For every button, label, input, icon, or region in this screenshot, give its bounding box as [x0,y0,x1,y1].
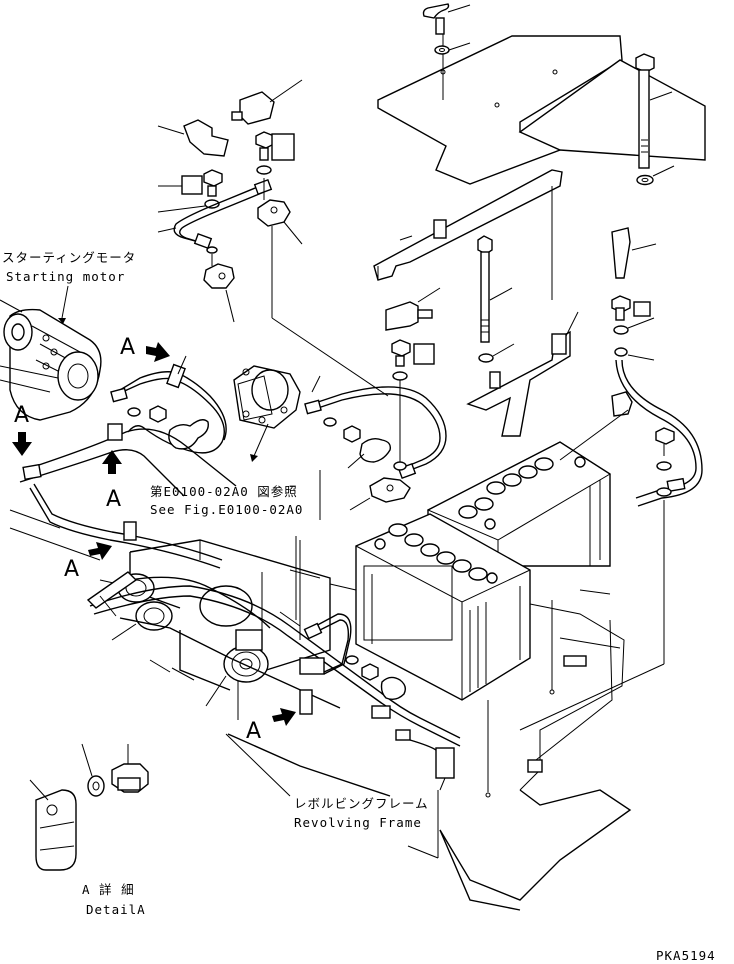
washer [656,461,672,497]
bolt [391,339,435,367]
reference-label-jp: 第E0100-02A0 図参照 [150,484,298,499]
washer [636,165,675,186]
bolt [655,427,675,456]
reference-label-en: See Fig.E0100-02A0 [150,502,303,517]
long-bolt [635,53,673,169]
washer [613,317,655,335]
bolt [255,131,295,161]
marker-a: A [64,557,79,582]
wing-bolt [422,3,471,100]
washer [434,42,471,55]
ground-cable-end [279,611,352,675]
battery-tray [439,600,632,911]
washer [256,165,272,175]
marker-a: A [106,487,121,512]
marker-a: A [246,719,261,744]
mounting-bracket [466,311,579,437]
battery-cable-short [157,179,273,249]
washer [478,343,515,363]
battery-cable-main [86,571,461,747]
bolt [158,169,223,197]
washer [392,371,408,462]
revolving-frame-label-jp: レボルビングフレーム [294,796,429,811]
marker-a: A [120,335,135,360]
detail-a-label-en: DetailA [86,902,146,917]
battery-hold-bracket [373,169,563,300]
detail-a-label-jp: A 詳 細 [82,882,135,897]
ground-cable [614,347,703,507]
harness-left [9,423,237,569]
battery-terminal-clamp [203,263,235,323]
clip [385,287,441,331]
arrow-icon [272,708,296,726]
arrow-icon [88,542,112,560]
battery-relay [233,365,301,429]
washer [81,743,105,797]
starting-motor [0,299,102,421]
connector [407,739,455,859]
revolving-frame-label-en: Revolving Frame [294,815,422,830]
grommet [171,585,269,707]
j-bolt [477,235,513,343]
washer [157,199,220,213]
terminal-lug [611,227,657,279]
connector [231,79,303,125]
arrow-icon [12,432,32,456]
relay-cable [304,375,447,479]
starting-motor-label-en: Starting motor [6,269,125,284]
battery-front [329,513,531,701]
bolt [111,744,149,793]
starting-motor-label-jp: スターティングモータ [2,250,136,265]
bolt [611,295,651,321]
battery-terminal-clamp [349,477,411,511]
drawing-code: PKA5194 [656,948,716,963]
arrow-icon [146,342,170,362]
small-clamp [611,391,633,417]
battery-terminal-clamp [257,199,303,245]
battery-rear [426,441,611,567]
marker-a: A [14,403,29,428]
arrow-icon [102,450,122,474]
motor-cable [110,355,227,454]
connector [157,119,229,157]
detail-a-clip [29,779,77,871]
battery-cover-plate [377,35,706,185]
